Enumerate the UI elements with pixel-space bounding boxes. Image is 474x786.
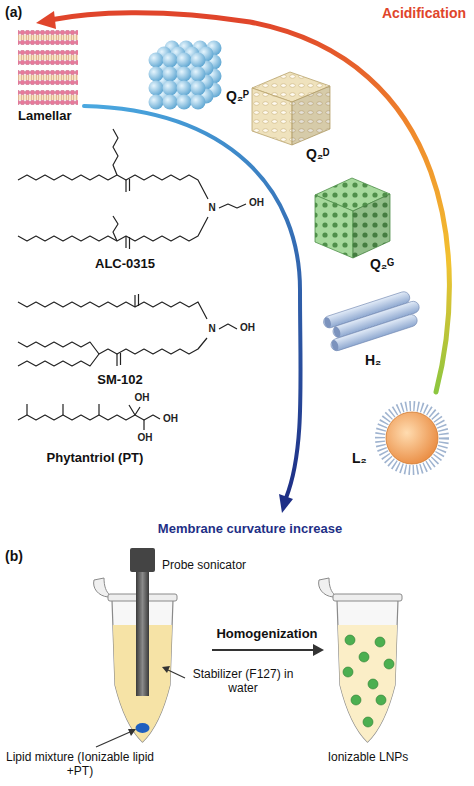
arrow-label: Membrane curvature increase bbox=[158, 521, 342, 537]
tube-with-sonicator bbox=[94, 548, 177, 742]
atom-label: OH bbox=[138, 432, 153, 444]
part-label: Probe sonicator bbox=[162, 558, 246, 572]
phase-label: Lamellar bbox=[18, 108, 71, 124]
step-label: Homogenization bbox=[216, 626, 317, 642]
molecule-name: Phytantriol (PT) bbox=[47, 450, 144, 466]
product-label: Ionizable LNPs bbox=[328, 750, 409, 764]
panel-label: (a) bbox=[5, 4, 22, 21]
lamellar-phase bbox=[18, 30, 78, 105]
phase-label: H₂ bbox=[365, 352, 381, 369]
arrow-label: Acidification bbox=[382, 5, 466, 22]
sm102-structure bbox=[18, 294, 237, 366]
alc0315-structure bbox=[18, 129, 246, 249]
atom-label: OH bbox=[135, 392, 150, 404]
phytantriol-structure bbox=[18, 404, 160, 430]
inverse-micelle bbox=[380, 406, 444, 470]
tube-with-lnps bbox=[319, 578, 402, 742]
atom-label: N bbox=[208, 202, 215, 214]
atom-label: OH bbox=[249, 197, 264, 209]
diamond-cubic-phase bbox=[252, 72, 330, 145]
primitive-cubic-phase bbox=[149, 41, 222, 110]
hexagonal-phase bbox=[322, 288, 424, 352]
part-label: Lipid mixture (Ionizable lipid +PT) bbox=[5, 750, 155, 779]
acidification-arrow bbox=[36, 11, 449, 392]
phase-label: Q₂ᴾ bbox=[226, 88, 249, 105]
panel-label: (b) bbox=[5, 548, 23, 565]
phase-label: Q₂ᴳ bbox=[370, 256, 394, 273]
atom-label: N bbox=[208, 323, 215, 335]
atom-label: OH bbox=[240, 322, 255, 334]
gyroid-cubic-phase bbox=[315, 178, 390, 258]
leader-arrows bbox=[96, 666, 185, 747]
molecule-name: ALC-0315 bbox=[95, 256, 155, 272]
part-label: Stabilizer (F127) in water bbox=[188, 667, 298, 696]
homogenization-arrow bbox=[212, 644, 324, 656]
molecule-name: SM-102 bbox=[97, 372, 143, 388]
atom-label: OH bbox=[163, 413, 178, 425]
phase-label: L₂ bbox=[352, 450, 367, 467]
phase-label: Q₂ᴰ bbox=[306, 146, 329, 163]
